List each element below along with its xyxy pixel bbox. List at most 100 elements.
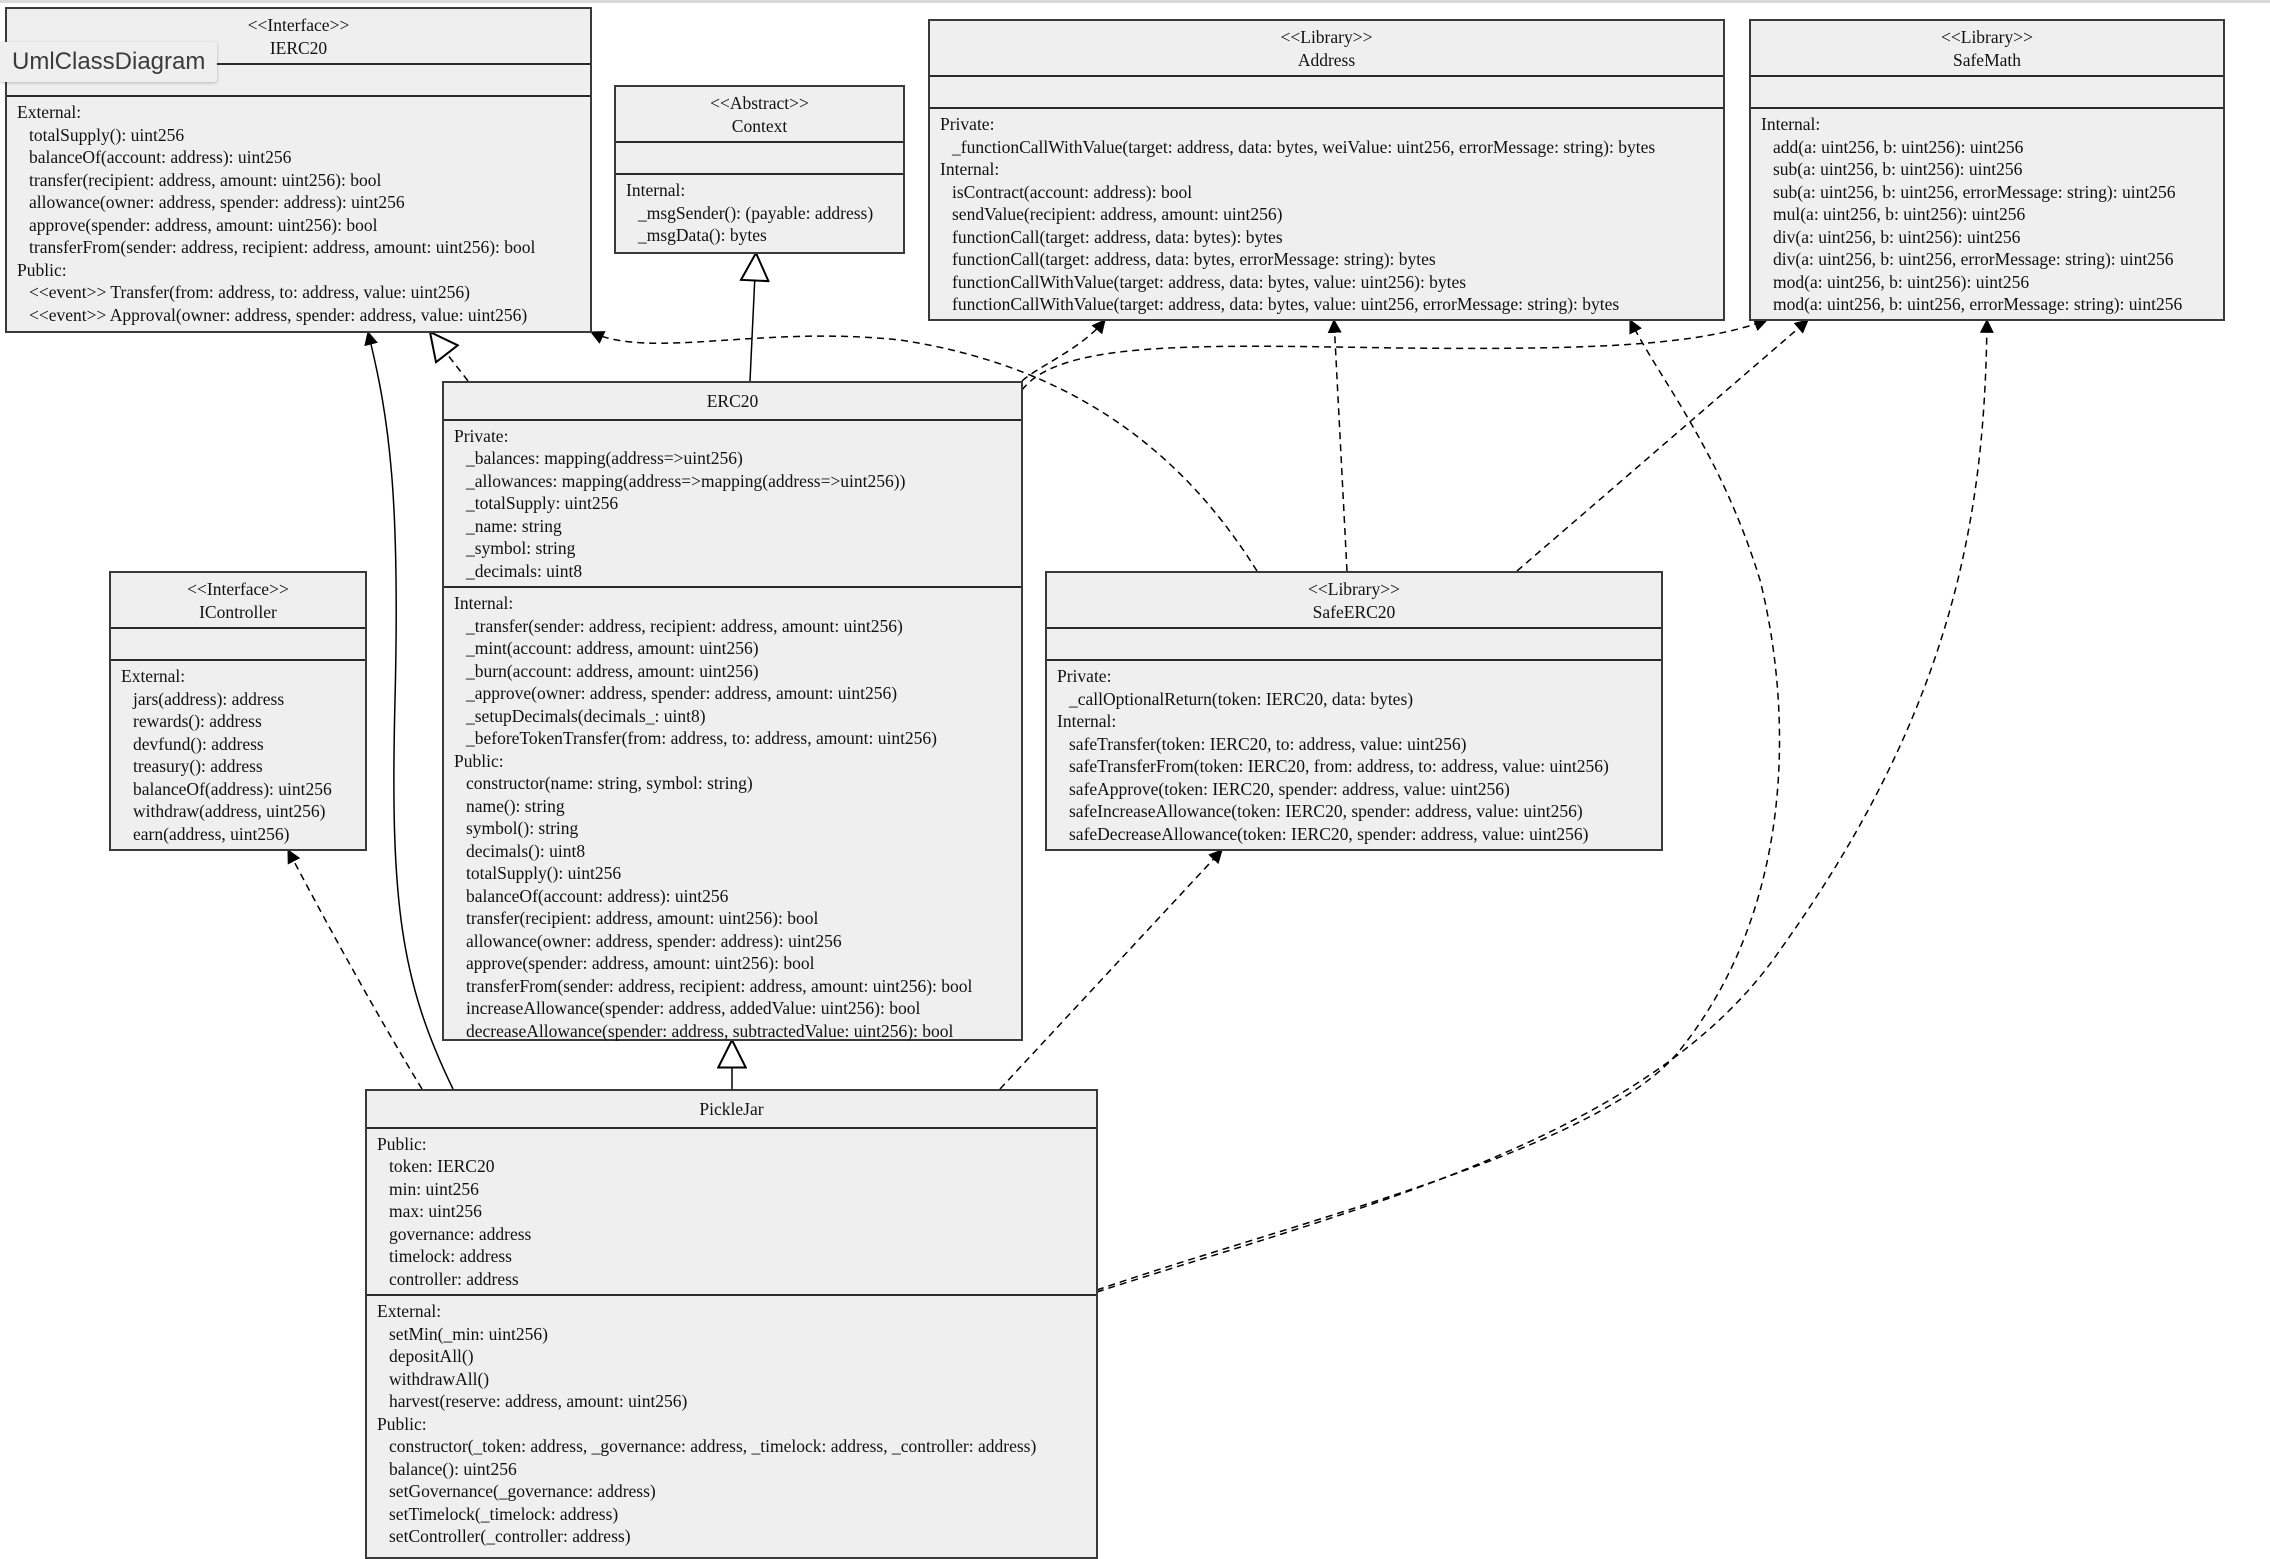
operation: sendValue(recipient: address, amount: ui… [952, 204, 1283, 224]
visibility-label: Public: [377, 1133, 427, 1154]
operation: <<event>> Transfer(from: address, to: ad… [29, 282, 470, 302]
class-name: Context [731, 115, 788, 136]
attribute: _allowances: mapping(address=>mapping(ad… [466, 470, 906, 491]
edge-picklejar-ierc20 [364, 330, 454, 1090]
edge-erc20-context [750, 253, 756, 382]
class-name: ERC20 [706, 391, 759, 411]
class-header: <<Library>>Address [930, 21, 1723, 77]
attribute: _symbol: string [466, 538, 576, 558]
operation: decreaseAllowance(spender: address, subt… [466, 1020, 954, 1041]
visibility-label: Public: [377, 1413, 427, 1434]
attribute: token: IERC20 [389, 1156, 495, 1176]
operation: allowance(owner: address, spender: addre… [29, 192, 405, 212]
attributes-compartment [7, 65, 590, 97]
operation: symbol(): string [466, 818, 579, 838]
attributes-compartment: Private:_balances: mapping(address=>uint… [444, 421, 1021, 588]
operation: _functionCallWithValue(target: address, … [952, 136, 1656, 157]
operation: _transfer(sender: address, recipient: ad… [466, 615, 903, 636]
operation: setTimelock(_timelock: address) [389, 1503, 619, 1524]
attributes-compartment [1751, 77, 2223, 109]
operation: _mint(account: address, amount: uint256) [466, 638, 759, 658]
operation: mod(a: uint256, b: uint256, errorMessage… [1773, 294, 2183, 314]
operation: allowance(owner: address, spender: addre… [466, 930, 842, 951]
attributes-compartment [1047, 629, 1661, 661]
visibility-label: External: [17, 102, 82, 122]
operation: setController(_controller: address) [389, 1526, 631, 1546]
visibility-label: Internal: [454, 593, 514, 613]
operation: functionCallWithValue(target: address, d… [952, 294, 1620, 314]
operation: functionCall(target: address, data: byte… [952, 226, 1283, 247]
operation: <<event>> Approval(owner: address, spend… [29, 304, 528, 325]
operation: safeIncreaseAllowance(token: IERC20, spe… [1069, 801, 1583, 821]
class-name: SafeERC20 [1312, 601, 1396, 622]
operation: name(): string [466, 795, 565, 816]
operation: _msgSender(): (payable: address) [638, 202, 874, 223]
visibility-label: External: [121, 666, 186, 686]
operation: jars(address): address [133, 688, 285, 709]
operation: depositAll() [389, 1346, 474, 1366]
edge-erc20-ierc20 [430, 332, 469, 382]
visibility-label: Private: [1057, 666, 1112, 686]
class-header: <<Library>>SafeMath [1751, 21, 2223, 77]
operation: approve(spender: address, amount: uint25… [29, 214, 378, 235]
visibility-label: Public: [17, 259, 67, 280]
attribute: governance: address [389, 1223, 532, 1244]
visibility-label: Public: [454, 750, 504, 771]
operation: _approve(owner: address, spender: addres… [466, 683, 898, 703]
attribute: min: uint256 [389, 1178, 479, 1199]
operation: _burn(account: address, amount: uint256) [466, 660, 759, 681]
operation: setGovernance(_governance: address) [389, 1481, 656, 1501]
operation: _setupDecimals(decimals_: uint8) [466, 705, 706, 726]
operation: add(a: uint256, b: uint256): uint256 [1773, 136, 2024, 157]
operation: rewards(): address [133, 711, 262, 731]
operation: _msgData(): bytes [638, 225, 767, 245]
edge-safeerc20-safemath [1516, 319, 1809, 572]
operation: decimals(): uint8 [466, 840, 586, 861]
class-name: SafeMath [1952, 49, 2022, 70]
operation: safeTransferFrom(token: IERC20, from: ad… [1069, 756, 1609, 776]
operation: div(a: uint256, b: uint256, errorMessage… [1773, 249, 2174, 269]
class-stereotype: <<Interface>> [247, 15, 350, 35]
operations-compartment: Internal:_transfer(sender: address, reci… [444, 588, 1021, 1048]
operation: setMin(_min: uint256) [389, 1323, 548, 1344]
operation: transferFrom(sender: address, recipient:… [466, 975, 973, 996]
operation: earn(address, uint256) [133, 823, 290, 844]
diagram-tab[interactable]: UmlClassDiagram [0, 42, 218, 82]
class-stereotype: <<Library>> [1280, 27, 1373, 47]
operation: div(a: uint256, b: uint256): uint256 [1773, 226, 2021, 247]
operation: functionCall(target: address, data: byte… [952, 249, 1436, 269]
operation: sub(a: uint256, b: uint256): uint256 [1773, 159, 2023, 179]
operation: totalSupply(): uint256 [466, 863, 622, 883]
attribute: _totalSupply: uint256 [466, 493, 619, 513]
class-name: IController [199, 601, 277, 622]
operation: transferFrom(sender: address, recipient:… [29, 237, 536, 257]
operation: withdraw(address, uint256) [133, 801, 326, 821]
operations-compartment: External:setMin(_min: uint256)depositAll… [367, 1296, 1096, 1554]
operation: withdrawAll() [389, 1368, 490, 1389]
operations-compartment: Internal:_msgSender(): (payable: address… [616, 175, 903, 253]
attributes-compartment [111, 629, 365, 661]
class-header: <<Library>>SafeERC20 [1047, 573, 1661, 629]
class-stereotype: <<Abstract>> [710, 93, 809, 113]
operation: _callOptionalReturn(token: IERC20, data:… [1069, 688, 1414, 709]
class-stereotype: <<Library>> [1941, 27, 2033, 47]
class-header: ERC20 [444, 383, 1021, 421]
visibility-label: Internal: [626, 180, 686, 200]
operation: devfund(): address [133, 733, 264, 754]
class-stereotype: <<Library>> [1308, 579, 1400, 599]
edge-erc20-address [1021, 319, 1106, 382]
visibility-label: Private: [454, 425, 509, 446]
operation: constructor(name: string, symbol: string… [466, 773, 753, 793]
operation: isContract(account: address): bool [952, 181, 1193, 202]
attribute: _decimals: uint8 [466, 560, 583, 581]
visibility-label: Internal: [940, 159, 1000, 179]
operation: mul(a: uint256, b: uint256): uint256 [1773, 204, 2026, 224]
